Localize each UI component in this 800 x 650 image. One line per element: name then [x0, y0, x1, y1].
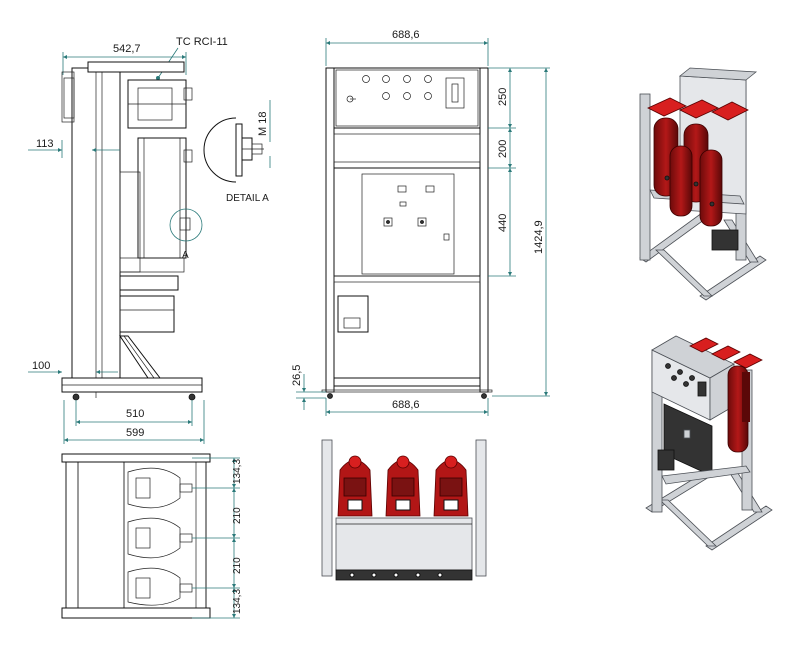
front-view: 688,6 — [291, 29, 550, 416]
detail-a-circle — [169, 208, 203, 242]
top-dim-a: 134,3 — [232, 459, 243, 484]
detail-a-marker: A — [182, 250, 189, 261]
side-dim-599: 599 — [126, 427, 144, 439]
front-dim-440: 440 — [497, 214, 509, 232]
detail-dim-thread: M 18 — [257, 112, 269, 136]
side-dim-top: 542,7 — [113, 43, 141, 55]
top-dim-d: 134,3 — [232, 589, 243, 614]
top-dim-c: 210 — [232, 557, 243, 574]
side-dim-510: 510 — [126, 408, 144, 420]
top-view-transformer-2 — [127, 517, 193, 559]
side-part-label: TC RCI-11 — [176, 36, 228, 48]
side-dim-base: 100 — [32, 360, 50, 372]
insulator-top-3 — [433, 455, 469, 517]
detail-a-view: M 18 DETAIL A — [203, 100, 271, 204]
top-view: 134,3 210 210 134,3 — [61, 453, 243, 619]
front-dim-width-bottom: 688,6 — [392, 399, 420, 411]
front-dim-250: 250 — [497, 88, 509, 106]
top-dim-b: 210 — [232, 507, 243, 524]
front-dim-total: 1424,9 — [533, 220, 545, 254]
isometric-render-1 — [639, 67, 767, 301]
front-dim-foot: 26,5 — [291, 365, 303, 386]
detail-label: DETAIL A — [226, 193, 269, 204]
front-dim-width-top: 688,6 — [392, 29, 420, 41]
rear-view-rendered — [321, 439, 487, 581]
leader-dot — [156, 76, 160, 80]
insulator-top-2 — [385, 455, 421, 517]
front-dim-200: 200 — [497, 140, 509, 158]
isometric-render-2 — [645, 335, 773, 551]
side-view: 542,7 TC RCI-11 — [28, 36, 228, 444]
side-dim-left: 113 — [36, 138, 54, 150]
insulator-top-1 — [337, 455, 373, 517]
